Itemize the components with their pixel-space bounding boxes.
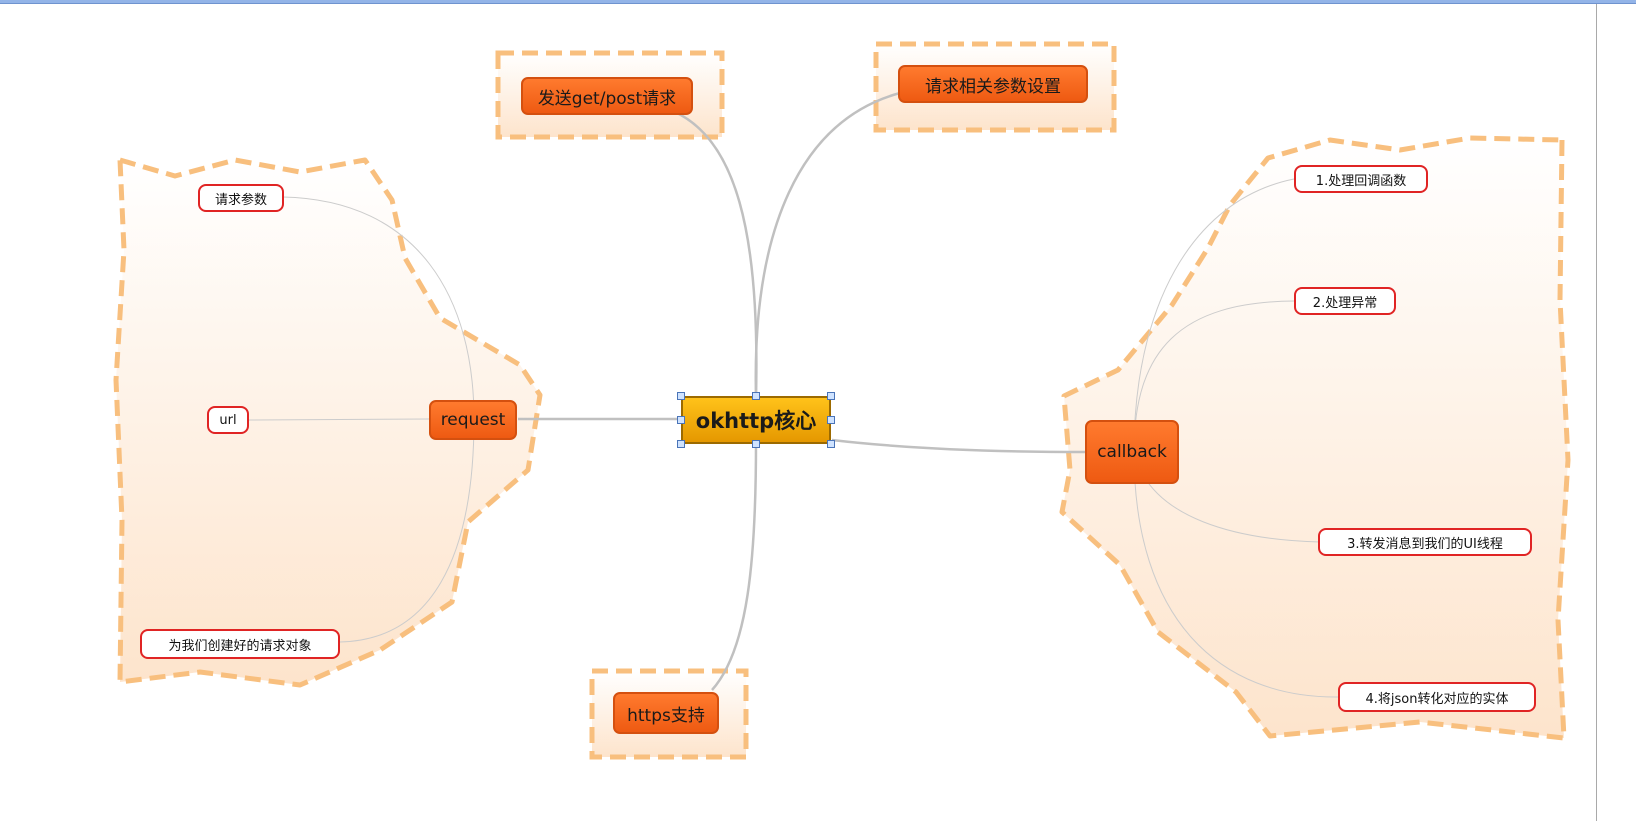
selection-handle[interactable] bbox=[827, 392, 835, 400]
topic-request[interactable]: request bbox=[429, 400, 517, 440]
subtopic-request-params[interactable]: 请求参数 bbox=[198, 184, 284, 212]
connector-center-send bbox=[674, 110, 758, 397]
topic-request-params[interactable]: 请求相关参数设置 bbox=[898, 65, 1088, 103]
subtopic-handle-callback[interactable]: 1.处理回调函数 bbox=[1294, 165, 1428, 193]
selection-handle[interactable] bbox=[677, 392, 685, 400]
topic-callback[interactable]: callback bbox=[1085, 420, 1179, 484]
connector-request-params bbox=[282, 196, 475, 420]
topic-https[interactable]: https支持 bbox=[613, 692, 719, 734]
topic-send-get-post[interactable]: 发送get/post请求 bbox=[521, 77, 693, 115]
central-topic[interactable]: okhttp核心 bbox=[681, 396, 831, 444]
connector-callback-2 bbox=[1133, 300, 1295, 453]
subtopic-request-object[interactable]: 为我们创建好的请求对象 bbox=[140, 629, 340, 659]
connector-center-params bbox=[754, 91, 901, 397]
connector-callback-4 bbox=[1133, 451, 1339, 698]
connector-request-object bbox=[339, 418, 475, 643]
connector-center-callback bbox=[831, 438, 1086, 454]
subtopic-handle-exception[interactable]: 2.处理异常 bbox=[1294, 287, 1396, 315]
window-top-border bbox=[0, 0, 1636, 4]
connector-callback-1 bbox=[1133, 178, 1295, 453]
subtopic-url[interactable]: url bbox=[207, 406, 249, 434]
selection-handle[interactable] bbox=[752, 392, 760, 400]
selection-handle[interactable] bbox=[827, 440, 835, 448]
boundary-request bbox=[113, 157, 543, 688]
connector-request-url bbox=[247, 418, 431, 421]
boundary-callback bbox=[1059, 135, 1571, 741]
subtopic-forward-ui-thread[interactable]: 3.转发消息到我们的UI线程 bbox=[1318, 528, 1532, 556]
selection-handle[interactable] bbox=[752, 440, 760, 448]
canvas-right-edge bbox=[1596, 4, 1597, 821]
connector-center-https bbox=[711, 441, 758, 691]
subtopic-json-to-entity[interactable]: 4.将json转化对应的实体 bbox=[1338, 682, 1536, 712]
selection-handle[interactable] bbox=[677, 440, 685, 448]
selection-handle[interactable] bbox=[827, 416, 835, 424]
selection-handle[interactable] bbox=[677, 416, 685, 424]
